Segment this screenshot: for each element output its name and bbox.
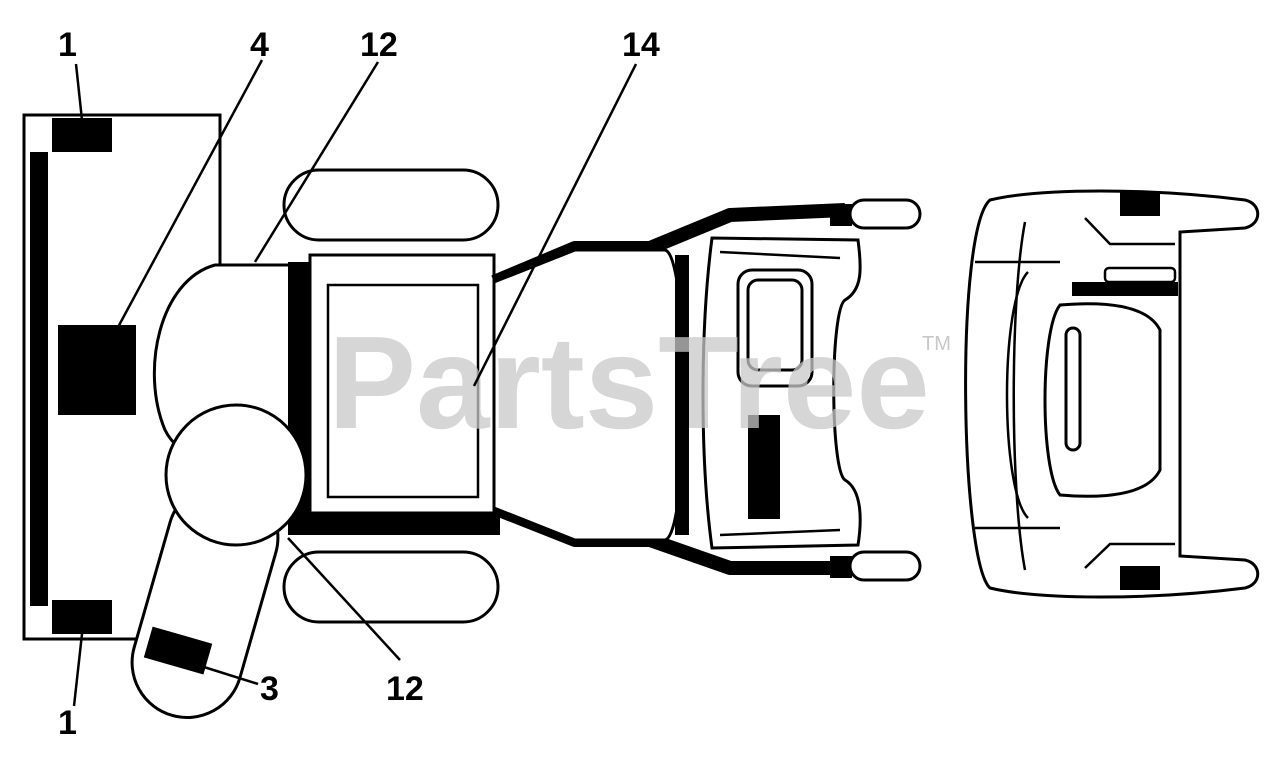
wheel-upper	[282, 168, 500, 242]
callout-1-bottom: 1	[58, 704, 77, 742]
front-view	[964, 189, 1260, 599]
front-seat-recess	[1043, 302, 1162, 498]
hood-gauge-inner	[746, 278, 804, 372]
decal-14-area	[326, 283, 480, 499]
front-decal-top	[1120, 192, 1160, 216]
hood	[701, 236, 862, 550]
wheel-lower	[282, 550, 500, 624]
callout-labels: 1 4 12 14 3 12 1	[58, 26, 660, 742]
control-panel	[308, 253, 496, 515]
side-wheels	[282, 168, 500, 624]
foot-pedal-assembly	[130, 403, 308, 719]
front-slot	[1064, 326, 1082, 452]
watermark: PartsTree TM	[328, 309, 951, 456]
chassis-frame	[491, 203, 846, 575]
callout-12-bottom: 12	[386, 670, 424, 708]
watermark-text: PartsTree	[328, 309, 930, 456]
callout-12-top: 12	[360, 26, 398, 64]
callout-3: 3	[260, 670, 279, 708]
leader-lines	[72, 59, 638, 707]
front-decal-bottom	[1120, 566, 1160, 590]
handle-upper	[848, 198, 922, 230]
hood-decal	[748, 415, 780, 519]
callout-1-top: 1	[58, 26, 77, 64]
callout-4: 4	[250, 26, 269, 64]
pedal-hub	[164, 403, 308, 547]
deck-side-bar	[30, 152, 48, 606]
decal-1-bottom	[52, 600, 112, 634]
decal-4	[58, 325, 136, 415]
handle-lower	[848, 550, 922, 582]
handles	[830, 198, 922, 582]
decal-1-top	[52, 118, 112, 152]
watermark-tm: TM	[922, 333, 951, 355]
callout-14: 14	[622, 26, 660, 64]
decal-3	[143, 626, 213, 675]
